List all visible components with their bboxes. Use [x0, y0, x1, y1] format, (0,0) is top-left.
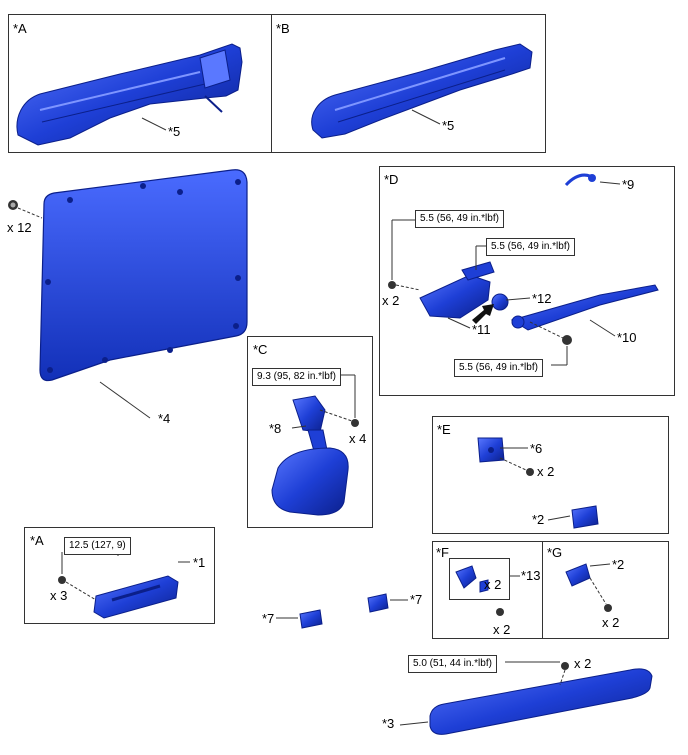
- qty-x2-e: x 2: [537, 464, 555, 479]
- callout-2-e: *2: [532, 512, 545, 527]
- part-3-bottom-trim: [429, 668, 653, 735]
- part-2-clip-e: [571, 505, 599, 529]
- part-7-clip-right: [367, 593, 389, 613]
- push-arrow: [472, 304, 494, 324]
- part-1-handle: [93, 575, 179, 619]
- callout-9: *9: [622, 177, 635, 192]
- qty-x2-3: x 2: [574, 656, 592, 671]
- callout-7-right: *7: [410, 592, 423, 607]
- qty-x12: x 12: [7, 220, 32, 235]
- callout-4: *4: [158, 411, 171, 426]
- callout-2-g: *2: [612, 557, 625, 572]
- qty-x2-d: x 2: [382, 293, 400, 308]
- callout-12: *12: [532, 291, 552, 306]
- callout-6: *6: [530, 441, 543, 456]
- part-5-trim-a: [16, 43, 243, 146]
- torque-spec-d1: 5.5 (56, 49 in.*lbf): [415, 210, 504, 228]
- callout-5-b: *5: [442, 118, 455, 133]
- callout-8: *8: [269, 421, 282, 436]
- panel-label-e: *E: [437, 422, 451, 437]
- panel-fg-divider: [542, 541, 543, 639]
- part-10-wiper-arm: [510, 284, 659, 331]
- leader-lines: [61, 109, 621, 726]
- part-12-cap: [491, 293, 509, 311]
- panel-label-f: *F: [436, 545, 449, 560]
- callout-11: *11: [472, 322, 491, 337]
- part-9-hose: [564, 173, 596, 187]
- callout-10: *10: [617, 330, 637, 345]
- torque-spec-d2: 5.5 (56, 49 in.*lbf): [486, 238, 575, 256]
- part-5-trim-b: [311, 43, 533, 139]
- torque-spec-3: 5.0 (51, 44 in.*lbf): [408, 655, 497, 673]
- part-6-bracket: [477, 437, 505, 463]
- part-2-clip-g: [565, 563, 591, 587]
- panel-a-top-frame: [8, 14, 546, 153]
- panel-c-frame: [247, 336, 373, 528]
- qty-x2-f-bottom: x 2: [493, 622, 511, 637]
- qty-x4: x 4: [349, 431, 367, 446]
- panel-f-sub-frame: [449, 558, 510, 600]
- callout-5-a: *5: [168, 124, 181, 139]
- panel-fg-frame: [432, 541, 669, 639]
- part-7-clip-left: [299, 609, 323, 629]
- qty-x3: x 3: [50, 588, 68, 603]
- callout-3: *3: [382, 716, 395, 731]
- qty-x2-g: x 2: [602, 615, 620, 630]
- panel-a-bottom-frame: [24, 527, 215, 624]
- panel-label-c: *C: [253, 342, 268, 357]
- callout-1: *1: [193, 555, 206, 570]
- panel-label-g: *G: [547, 545, 563, 560]
- panel-ab-divider: [271, 14, 272, 153]
- part-8-mirror: [271, 395, 349, 516]
- torque-spec-d3: 5.5 (56, 49 in.*lbf): [454, 359, 543, 377]
- clip-x12: [8, 200, 18, 210]
- part-4-trim-board: [39, 169, 248, 382]
- panel-label-b-top: *B: [276, 21, 290, 36]
- panel-label-a-bottom: *A: [30, 533, 44, 548]
- panel-d-frame: [379, 166, 675, 396]
- part-13-bracket: [455, 565, 489, 593]
- torque-spec-a: 12.5 (127, 9): [64, 537, 131, 555]
- panel-label-a-top: *A: [13, 21, 27, 36]
- panel-label-d: *D: [384, 172, 399, 187]
- part-11-wiper-motor: [419, 261, 495, 319]
- torque-spec-c: 9.3 (95, 82 in.*lbf): [252, 368, 341, 386]
- panel-e-frame: [432, 416, 669, 534]
- bolt-c: [351, 419, 359, 427]
- callout-7-left: *7: [262, 611, 275, 626]
- qty-x2-f-top: x 2: [484, 577, 502, 592]
- callout-13: *13: [521, 568, 541, 583]
